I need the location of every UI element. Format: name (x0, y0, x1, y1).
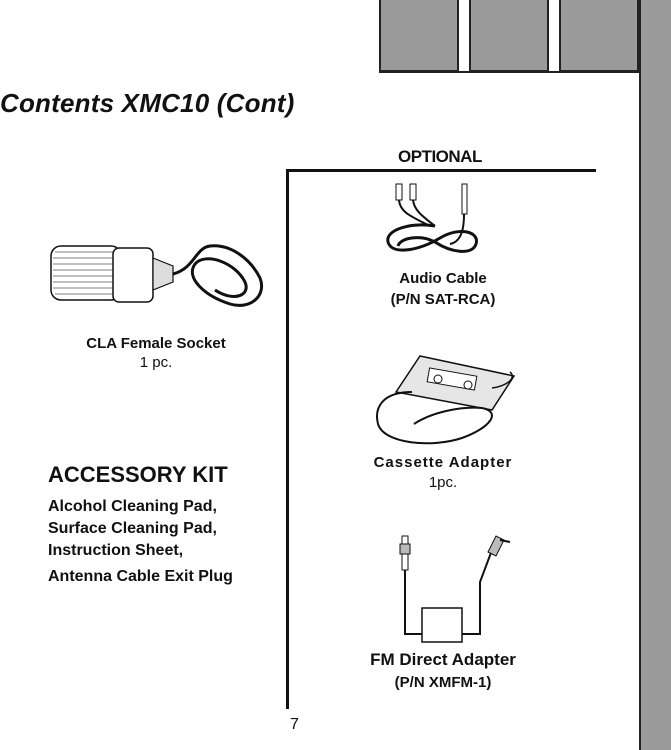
audio-cable-part-number: (P/N SAT-RCA) (390, 291, 496, 308)
accessory-kit-list: Alcohol Cleaning Pad, Surface Cleaning P… (48, 496, 233, 588)
accessory-kit-item: Antenna Cable Exit Plug (48, 568, 233, 585)
cla-socket-name: CLA Female Socket (86, 335, 226, 352)
page-number: 7 (290, 716, 299, 733)
optional-divider-horizontal (286, 169, 596, 172)
optional-divider-vertical (286, 169, 289, 709)
cla-socket-illustration (50, 244, 264, 307)
audio-cable-illustration (386, 183, 478, 253)
audio-cable-name: Audio Cable (399, 270, 487, 287)
accessory-kit-title: ACCESSORY KIT (48, 462, 228, 487)
accessory-kit-item: Surface Cleaning Pad, (48, 520, 217, 537)
cassette-adapter-name: Cassette Adapter (373, 454, 513, 471)
header-tab-1 (379, 0, 459, 72)
cla-socket-qty: 1 pc. (139, 354, 173, 371)
header-tab-3 (559, 0, 639, 72)
accessory-kit-item: Instruction Sheet, (48, 542, 184, 559)
header-tab-2 (469, 0, 549, 72)
header-tab-underline (379, 71, 641, 73)
fm-adapter-part-number: (P/N XMFM-1) (394, 674, 492, 691)
page-title: Contents XMC10 (Cont) (0, 88, 295, 118)
fm-adapter-name: FM Direct Adapter (370, 650, 516, 669)
right-edge-bar (639, 0, 671, 750)
cassette-adapter-illustration (376, 355, 516, 445)
fm-direct-adapter-illustration (399, 535, 511, 643)
cassette-adapter-qty: 1pc. (428, 474, 458, 491)
accessory-kit-item: Alcohol Cleaning Pad, (48, 498, 217, 515)
optional-heading: OPTIONAL (398, 147, 482, 166)
